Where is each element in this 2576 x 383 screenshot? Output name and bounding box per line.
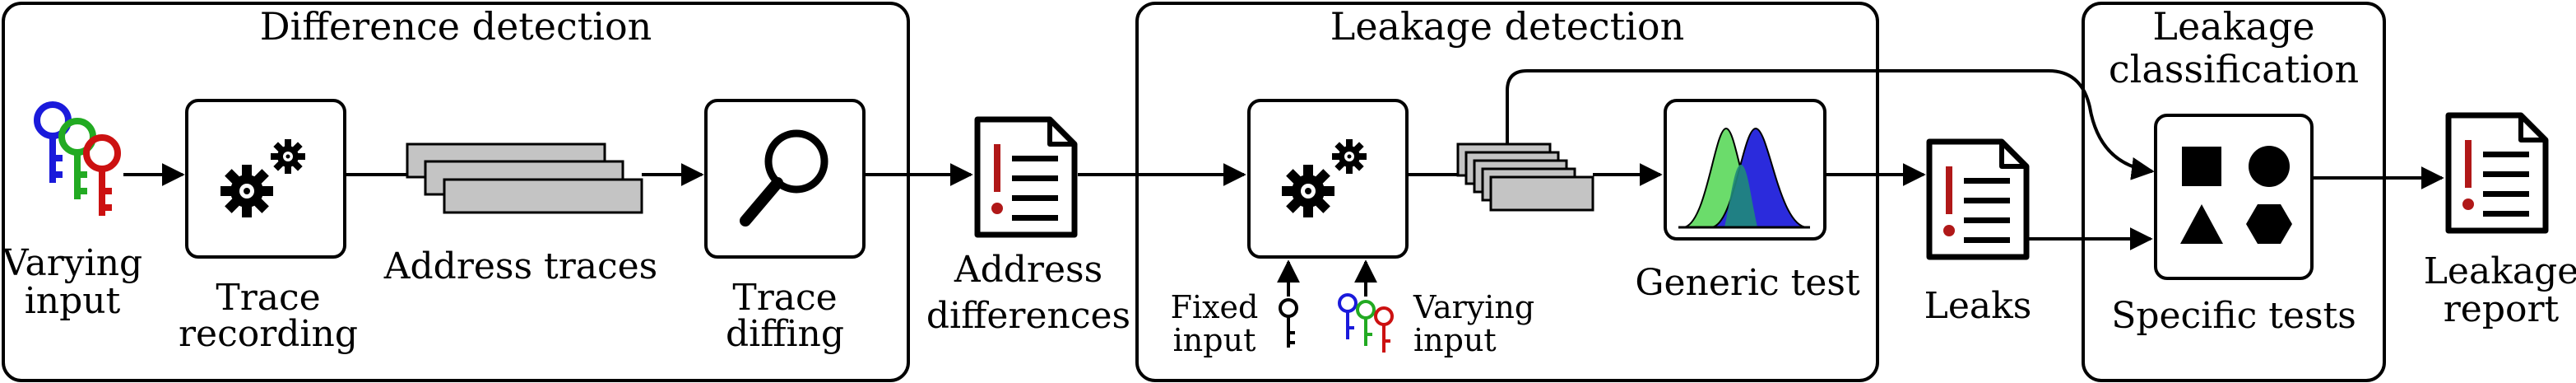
varying-input-label-2: input bbox=[25, 280, 121, 322]
trace-diffing-box bbox=[704, 99, 866, 259]
specific-tests-box bbox=[2154, 114, 2314, 280]
trace-diffing-label-1: Trace bbox=[732, 277, 837, 319]
magnifier-icon bbox=[740, 129, 828, 227]
address-traces-stack bbox=[406, 142, 643, 214]
leakage-report-label-2: report bbox=[2444, 288, 2560, 330]
leakage-classification-title-2: classification bbox=[2109, 47, 2359, 91]
document-icon bbox=[1929, 142, 2026, 257]
varying-input-small-label-1: Varying bbox=[1413, 289, 1534, 325]
key-icon bbox=[34, 101, 121, 216]
trace-recording-label-2: recording bbox=[179, 313, 358, 355]
arrow-traces-to-specific-tests bbox=[1506, 69, 2155, 180]
document-icon bbox=[2448, 115, 2546, 231]
shapes-icon bbox=[2180, 146, 2292, 244]
key-icon bbox=[1279, 298, 1298, 348]
leakage-detection-title: Leakage detection bbox=[1330, 4, 1684, 49]
trace-recording-label-1: Trace bbox=[216, 277, 320, 319]
address-traces-label: Address traces bbox=[383, 245, 658, 287]
generic-test-label: Generic test bbox=[1635, 262, 1860, 304]
leakage-report-label-1: Leakage bbox=[2424, 250, 2576, 292]
trace-diffing-label-2: diffing bbox=[726, 313, 844, 355]
leakage-classification-title-1: Leakage bbox=[2152, 4, 2314, 49]
address-differences-label-2: differences bbox=[926, 295, 1130, 337]
fixed-input-label-2: input bbox=[1173, 322, 1256, 358]
difference-detection-title: Difference detection bbox=[260, 4, 652, 49]
leakage-traces-stack bbox=[1456, 142, 1594, 212]
key-icon bbox=[1338, 293, 1394, 353]
distribution-icon bbox=[1678, 127, 1810, 229]
trace-execution-box bbox=[1247, 99, 1409, 259]
varying-input-small-label-2: input bbox=[1413, 322, 1497, 358]
address-differences-label-1: Address bbox=[954, 249, 1102, 291]
fixed-input-label-1: Fixed bbox=[1171, 289, 1259, 325]
specific-tests-label: Specific tests bbox=[2111, 295, 2356, 337]
leaks-label: Leaks bbox=[1924, 285, 2032, 327]
varying-input-label-1: Varying bbox=[2, 242, 142, 284]
document-icon bbox=[977, 119, 1074, 235]
